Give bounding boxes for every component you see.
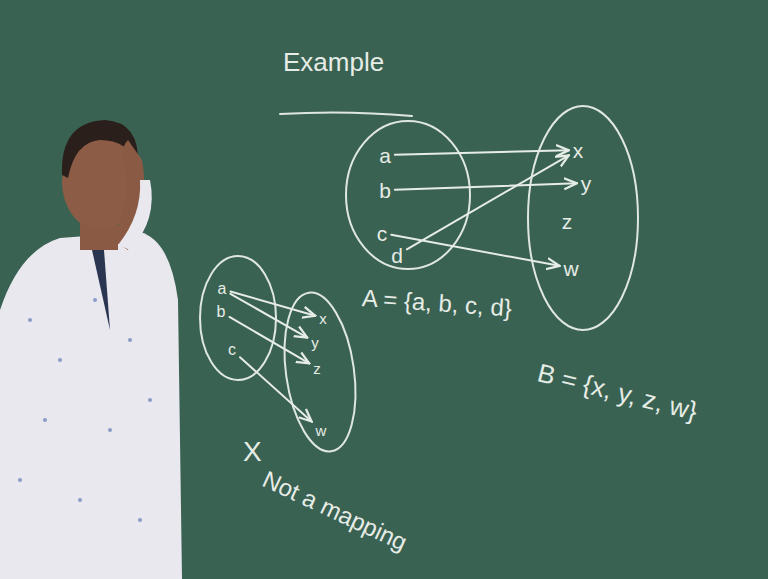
chalk-note: X <box>243 437 262 468</box>
chalk-note: B = {x, y, z, w} <box>535 358 701 425</box>
set-element: z <box>311 360 323 377</box>
chalk-note: Not a mapping <box>258 466 411 556</box>
chalk-note: Example <box>283 48 384 77</box>
element-letter: w <box>563 257 578 280</box>
element-letter: b <box>379 179 391 202</box>
set-element: a <box>216 280 229 298</box>
set-outline <box>200 256 276 380</box>
set-element: x <box>317 310 329 327</box>
lecturer-figure <box>0 120 182 579</box>
set-element: b <box>215 303 228 321</box>
element-letter: y <box>311 334 319 351</box>
mapping-arrow <box>391 235 559 266</box>
mapping-arrow <box>395 183 577 189</box>
mapping-arrow <box>230 291 315 315</box>
mapping-arrow <box>395 150 569 155</box>
element-letter: d <box>391 244 403 267</box>
set-element: z <box>560 210 575 233</box>
element-letter: y <box>581 172 592 195</box>
element-letter: x <box>573 139 584 162</box>
element-letter: x <box>319 310 327 327</box>
set-element: c <box>226 341 238 359</box>
set-element: w <box>561 257 580 280</box>
chalk-note: A = {a, b, c, d} <box>361 285 513 322</box>
mapping-arrow <box>230 294 307 338</box>
title-underline <box>280 112 412 116</box>
set-element: a <box>377 144 393 167</box>
mapping-arrow <box>240 357 312 421</box>
set-element: y <box>309 334 321 351</box>
element-letter: a <box>379 144 391 167</box>
mapping-arrow <box>407 155 569 249</box>
set-element: y <box>579 172 594 195</box>
element-letter: b <box>217 303 226 320</box>
element-letter: c <box>228 341 236 358</box>
element-letter: z <box>562 210 573 233</box>
element-letter: c <box>377 222 388 245</box>
set-element: b <box>377 179 393 202</box>
element-letter: w <box>316 422 327 439</box>
set-element: w <box>314 422 329 439</box>
set-element: x <box>571 139 586 162</box>
mapping-arrow <box>229 317 309 364</box>
set-element: d <box>389 244 405 267</box>
set-element: c <box>375 222 390 245</box>
set-outline <box>528 106 638 330</box>
set-outline <box>275 288 365 456</box>
element-letter: z <box>313 360 321 377</box>
element-letter: a <box>218 280 227 297</box>
